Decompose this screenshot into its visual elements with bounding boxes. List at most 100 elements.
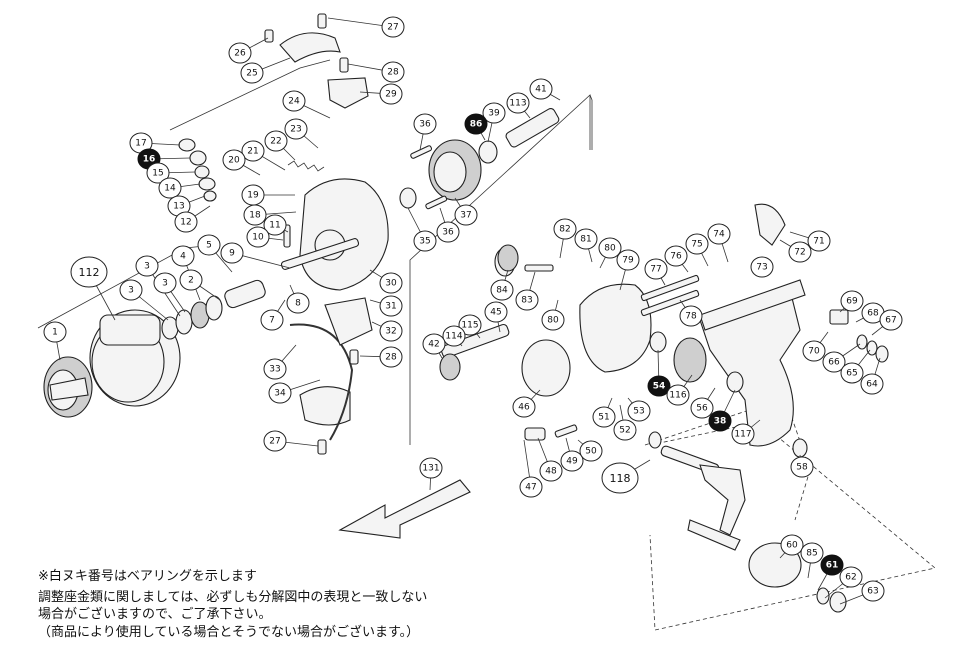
callout-bubble [153,272,177,294]
bail-assembly [279,32,373,441]
callout-bubble [708,410,732,432]
note-adjust-washers-2: 場合がございますので、ご了承下さい。 [38,607,272,622]
callout-number: 11 [269,221,280,231]
callout-38: 38 [708,410,732,432]
callout-number: 65 [846,369,857,379]
callout-37: 37 [454,204,478,226]
callout-3: 3 [119,279,143,301]
callout-bubble [515,289,539,311]
washer-62 [816,587,830,605]
callout-3: 3 [153,272,177,294]
callout-number: 115 [461,321,478,331]
callout-bubble [529,78,553,100]
callout-number: 83 [521,296,532,306]
spool-shaft-sleeve [224,279,266,309]
screw-28 [339,57,349,73]
callout-bubble [519,476,543,498]
callout-bubble [598,237,622,259]
callout-bubble [512,396,536,418]
callout-bubble [616,249,640,271]
callout-25: 25 [240,62,264,84]
note-adjust-washers-3: （商品により使用している場合とそうでない場合がございます。） [38,625,420,640]
screw-28-b [349,349,359,365]
callout-bubble [413,113,437,135]
callout-21: 21 [241,140,265,162]
callout-number: 51 [598,413,609,423]
callout-48: 48 [539,460,563,482]
callout-36: 36 [413,113,437,135]
callout-number: 118 [610,472,631,485]
callout-19: 19 [241,184,265,206]
callout-bubble [860,373,884,395]
bail-support [324,297,373,346]
gear-42 [439,353,461,381]
callout-60: 60 [780,534,804,556]
callout-number: 63 [867,587,878,597]
rotor-nut-face [433,151,467,193]
callout-50: 50 [579,440,603,462]
callout-number: 41 [535,85,546,95]
callout-39: 39 [482,102,506,124]
cap-58 [792,438,808,458]
callout-10: 10 [246,226,270,248]
callout-number: 116 [669,391,686,401]
callout-bubble [263,430,287,452]
callout-56: 56 [690,397,714,419]
callout-number: 20 [228,156,240,166]
callout-bubble [243,204,267,226]
callout-number: 27 [387,23,398,33]
callout-bubble [800,542,824,564]
callout-22: 22 [264,130,288,152]
pinion-shaft-115 [440,323,510,359]
callout-bubble [413,230,437,252]
callout-bubble [70,256,108,288]
callout-70: 70 [802,340,826,362]
callout-number: 10 [252,233,264,243]
gearbox-cover [579,283,652,373]
callout-15: 15 [146,162,170,184]
callout-4: 4 [171,245,195,267]
callout-26: 26 [228,42,252,64]
body-assembly [439,203,806,447]
callout-number: 62 [845,573,856,583]
callout-number: 86 [470,120,483,130]
callout-number: 53 [633,407,644,417]
handle-arm-lower [687,519,741,551]
line-roller-cover [327,77,369,109]
knob-cap-63 [829,591,847,613]
callout-number: 7 [269,316,275,326]
screw-83 [524,264,554,272]
callout-3: 3 [135,255,159,277]
callout-number: 52 [619,426,630,436]
callout-bubble [458,314,482,336]
rod-78 [640,289,700,317]
callout-bubble [436,221,460,243]
callout-bubble [879,309,903,331]
callout-number: 17 [135,139,146,149]
callout-1: 1 [43,321,67,343]
callout-number: 84 [496,286,508,296]
callout-bubble [282,90,306,112]
callout-bubble [146,162,170,184]
callout-65: 65 [840,362,864,384]
callout-number: 34 [274,389,286,399]
callout-bubble [268,382,292,404]
callout-number: 68 [867,309,879,319]
washer-66 [856,334,868,350]
callout-bubble [135,255,159,277]
callout-number: 23 [290,125,301,135]
callout-131: 131 [419,457,443,479]
callout-bubble [780,534,804,556]
callout-81: 81 [574,228,598,250]
callout-number: 3 [162,279,168,289]
callout-45: 45 [484,301,508,323]
callout-number: 36 [419,120,431,130]
cap-64 [875,345,889,363]
callout-2: 2 [179,269,203,291]
callout-number: 32 [385,327,396,337]
callout-number: 72 [794,248,805,258]
callout-bubble [574,228,598,250]
rotor-group-boundary-right [589,94,593,150]
callout-number: 4 [180,252,186,262]
callout-number: 112 [79,266,100,279]
